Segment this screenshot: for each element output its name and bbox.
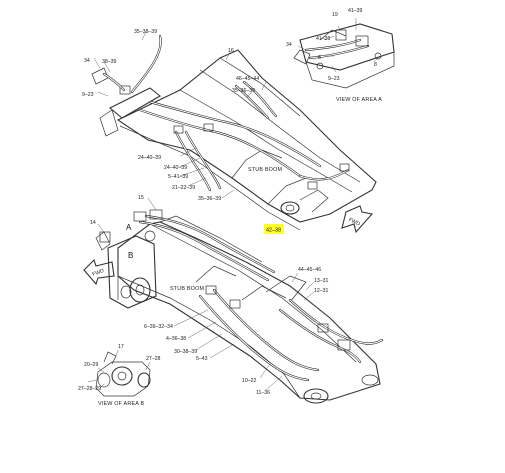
callout-6-39-32-34: 6–39–32–34 bbox=[144, 324, 173, 330]
callout-35-36-39: 35–36–39 bbox=[232, 88, 255, 94]
callout-46-45-44: 46–45–44 bbox=[236, 76, 259, 82]
callout-38-39: 38–39 bbox=[102, 59, 117, 65]
area-b-callout-labels: 17 20–29 27–28 27–28–29 VIEW OF AREA B bbox=[78, 344, 161, 407]
fitting-icon bbox=[133, 211, 147, 222]
top-callout-labels: 35–38–39 16 34 38–39 9–23 46–45–44 35–36… bbox=[82, 29, 282, 202]
bolt-icon bbox=[316, 62, 324, 70]
clamp-icon bbox=[203, 123, 214, 132]
callout-24-40-39: 24–40–39 bbox=[138, 155, 161, 161]
callout-20-29: 20–29 bbox=[84, 362, 99, 368]
clamp-icon bbox=[205, 285, 217, 295]
area-a-callout-labels: 19 41–39 34 41–39 8 9–23 8 VIEW OF AREA … bbox=[286, 8, 382, 103]
callout-11-36: 11–36 bbox=[256, 390, 270, 396]
highlight-label: 42–38 bbox=[266, 228, 281, 234]
fitting-icon bbox=[337, 339, 351, 351]
bottom-callout-labels: 15 14 A B 44–45–46 13–31 12–31 STUB BOOM… bbox=[90, 195, 329, 396]
fitting-icon bbox=[335, 29, 347, 41]
callout-a-41-39: 41–39 bbox=[348, 8, 363, 14]
inset-view-area-b bbox=[87, 351, 151, 397]
caption-view-of-area-a: VIEW OF AREA A bbox=[336, 97, 382, 103]
clamp-icon bbox=[307, 181, 318, 190]
bolt-icon bbox=[374, 52, 382, 60]
top-boom-assembly: FWD bbox=[91, 34, 377, 234]
fitting-icon bbox=[355, 35, 369, 47]
callout-24-40-39-b: 24–40–39 bbox=[164, 165, 187, 171]
callout-30-38-39: 30–38–39 bbox=[174, 349, 197, 355]
area-b-marker: B bbox=[128, 251, 133, 260]
callout-44-45-46: 44–45–46 bbox=[298, 267, 321, 273]
fwd-arrow-top: FWD bbox=[341, 205, 374, 234]
callout-34: 34 bbox=[84, 58, 90, 64]
callout-a-34: 34 bbox=[286, 42, 292, 48]
fwd-arrow-bottom: FWD bbox=[83, 258, 115, 286]
callout-13-31: 13–31 bbox=[314, 278, 329, 284]
svg-text:FWD: FWD bbox=[348, 217, 361, 228]
callout-a-19: 19 bbox=[332, 12, 338, 18]
inset-view-area-a bbox=[293, 23, 395, 89]
clamp-icon bbox=[317, 323, 329, 333]
clamp-icon bbox=[119, 85, 131, 95]
callout-a-8: 8 bbox=[318, 55, 321, 61]
callout-a-8-b: 8 bbox=[374, 62, 377, 68]
highlight-box bbox=[264, 224, 284, 234]
callout-a-41-39-b: 41–39 bbox=[316, 36, 331, 42]
area-a-marker: A bbox=[126, 223, 132, 232]
callout-27-28: 27–28 bbox=[146, 356, 161, 362]
clamp-icon bbox=[173, 125, 184, 134]
callout-14: 14 bbox=[90, 220, 96, 226]
callout-15: 15 bbox=[138, 195, 144, 201]
callout-12-31: 12–31 bbox=[314, 288, 329, 294]
fitting-icon bbox=[99, 231, 111, 243]
callout-10-22: 10–22 bbox=[242, 378, 257, 384]
callout-5-41-39: 5–41–39 bbox=[168, 174, 188, 180]
callout-35-38-39: 35–38–39 bbox=[134, 29, 157, 35]
clamp-icon bbox=[229, 299, 241, 309]
callout-4-36-38: 4–36–38 bbox=[166, 336, 186, 342]
callout-9-23: 9–23 bbox=[82, 92, 94, 98]
highlighted-callout: 42–38 bbox=[264, 224, 284, 234]
callout-5-43: 5–43 bbox=[196, 356, 208, 362]
caption-view-of-area-b: VIEW OF AREA B bbox=[98, 401, 144, 407]
callout-21-22-39: 21–22–39 bbox=[172, 185, 195, 191]
stub-boom-caption-bottom-1: STUB BOOM bbox=[170, 286, 204, 292]
callout-17: 17 bbox=[118, 344, 124, 350]
clamp-icon bbox=[339, 163, 350, 172]
callout-a-9-23: 9–23 bbox=[328, 76, 340, 82]
callout-16: 16 bbox=[228, 48, 234, 54]
bottom-boom-assembly: FWD bbox=[83, 209, 384, 404]
leader-lines bbox=[93, 18, 379, 391]
callout-35-36-39-b: 35–36–39 bbox=[198, 196, 221, 202]
stub-boom-caption-top-1: STUB BOOM bbox=[248, 167, 282, 173]
callout-27-28-29: 27–28–29 bbox=[78, 386, 101, 392]
svg-text:FWD: FWD bbox=[92, 268, 105, 278]
